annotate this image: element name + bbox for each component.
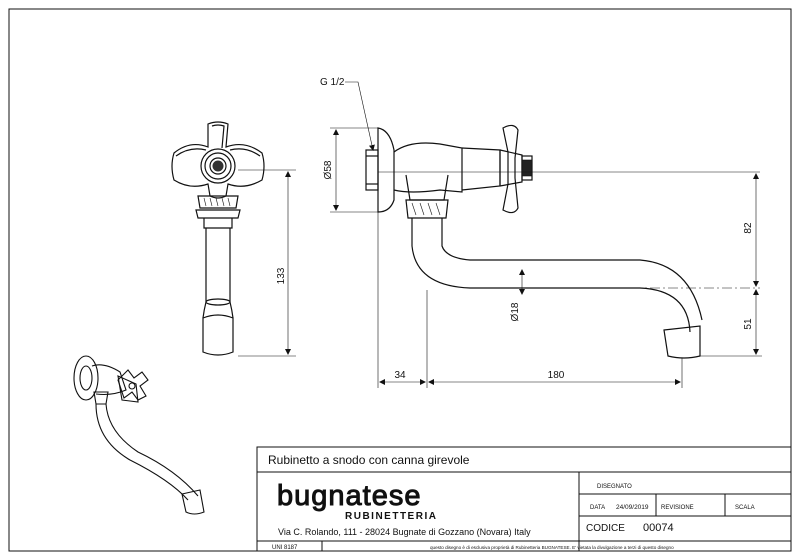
standard-label: UNI 8187 — [272, 545, 298, 551]
dim-diameter-58-label: Ø58 — [323, 160, 334, 179]
revision-label: REVISIONE — [661, 505, 694, 511]
front-view — [171, 121, 265, 356]
brand-subtitle: RUBINETTERIA — [345, 511, 437, 522]
dim-180-label: 180 — [548, 370, 565, 381]
date-label: DATA — [590, 505, 605, 511]
side-view-knurl — [411, 159, 533, 216]
drawing-frame — [8, 8, 792, 552]
title-block — [256, 446, 792, 552]
dim-diameter-58 — [330, 127, 378, 213]
scale-label: SCALA — [735, 505, 755, 511]
isometric-view — [73, 355, 205, 515]
code-value: 00074 — [643, 522, 674, 534]
dim-51 — [700, 289, 762, 357]
code-label: CODICE — [586, 523, 625, 534]
dim-133-label: 133 — [276, 267, 287, 284]
dim-34-label: 34 — [394, 370, 406, 381]
side-view — [365, 124, 703, 359]
drawing-title: Rubinetto a snodo con canna girevole — [268, 453, 470, 467]
dim-133 — [238, 169, 296, 357]
dim-51-label: 51 — [743, 318, 754, 330]
thread-label: G 1/2 — [320, 77, 345, 88]
front-view-knurl — [203, 160, 231, 207]
designed-label: DISEGNATO — [597, 484, 632, 490]
date-value: 24/09/2019 — [616, 504, 649, 511]
dim-horizontal — [377, 212, 683, 388]
dim-82-label: 82 — [743, 222, 754, 234]
brand-logo: bugnatese — [277, 480, 421, 512]
company-address: Via C. Rolando, 111 - 28024 Bugnate di G… — [278, 527, 531, 537]
ownership-notice: questo disegno è di esclusiva proprietà … — [430, 545, 674, 550]
thread-leader — [345, 81, 375, 151]
dim-diameter-18-label: Ø18 — [510, 302, 521, 321]
